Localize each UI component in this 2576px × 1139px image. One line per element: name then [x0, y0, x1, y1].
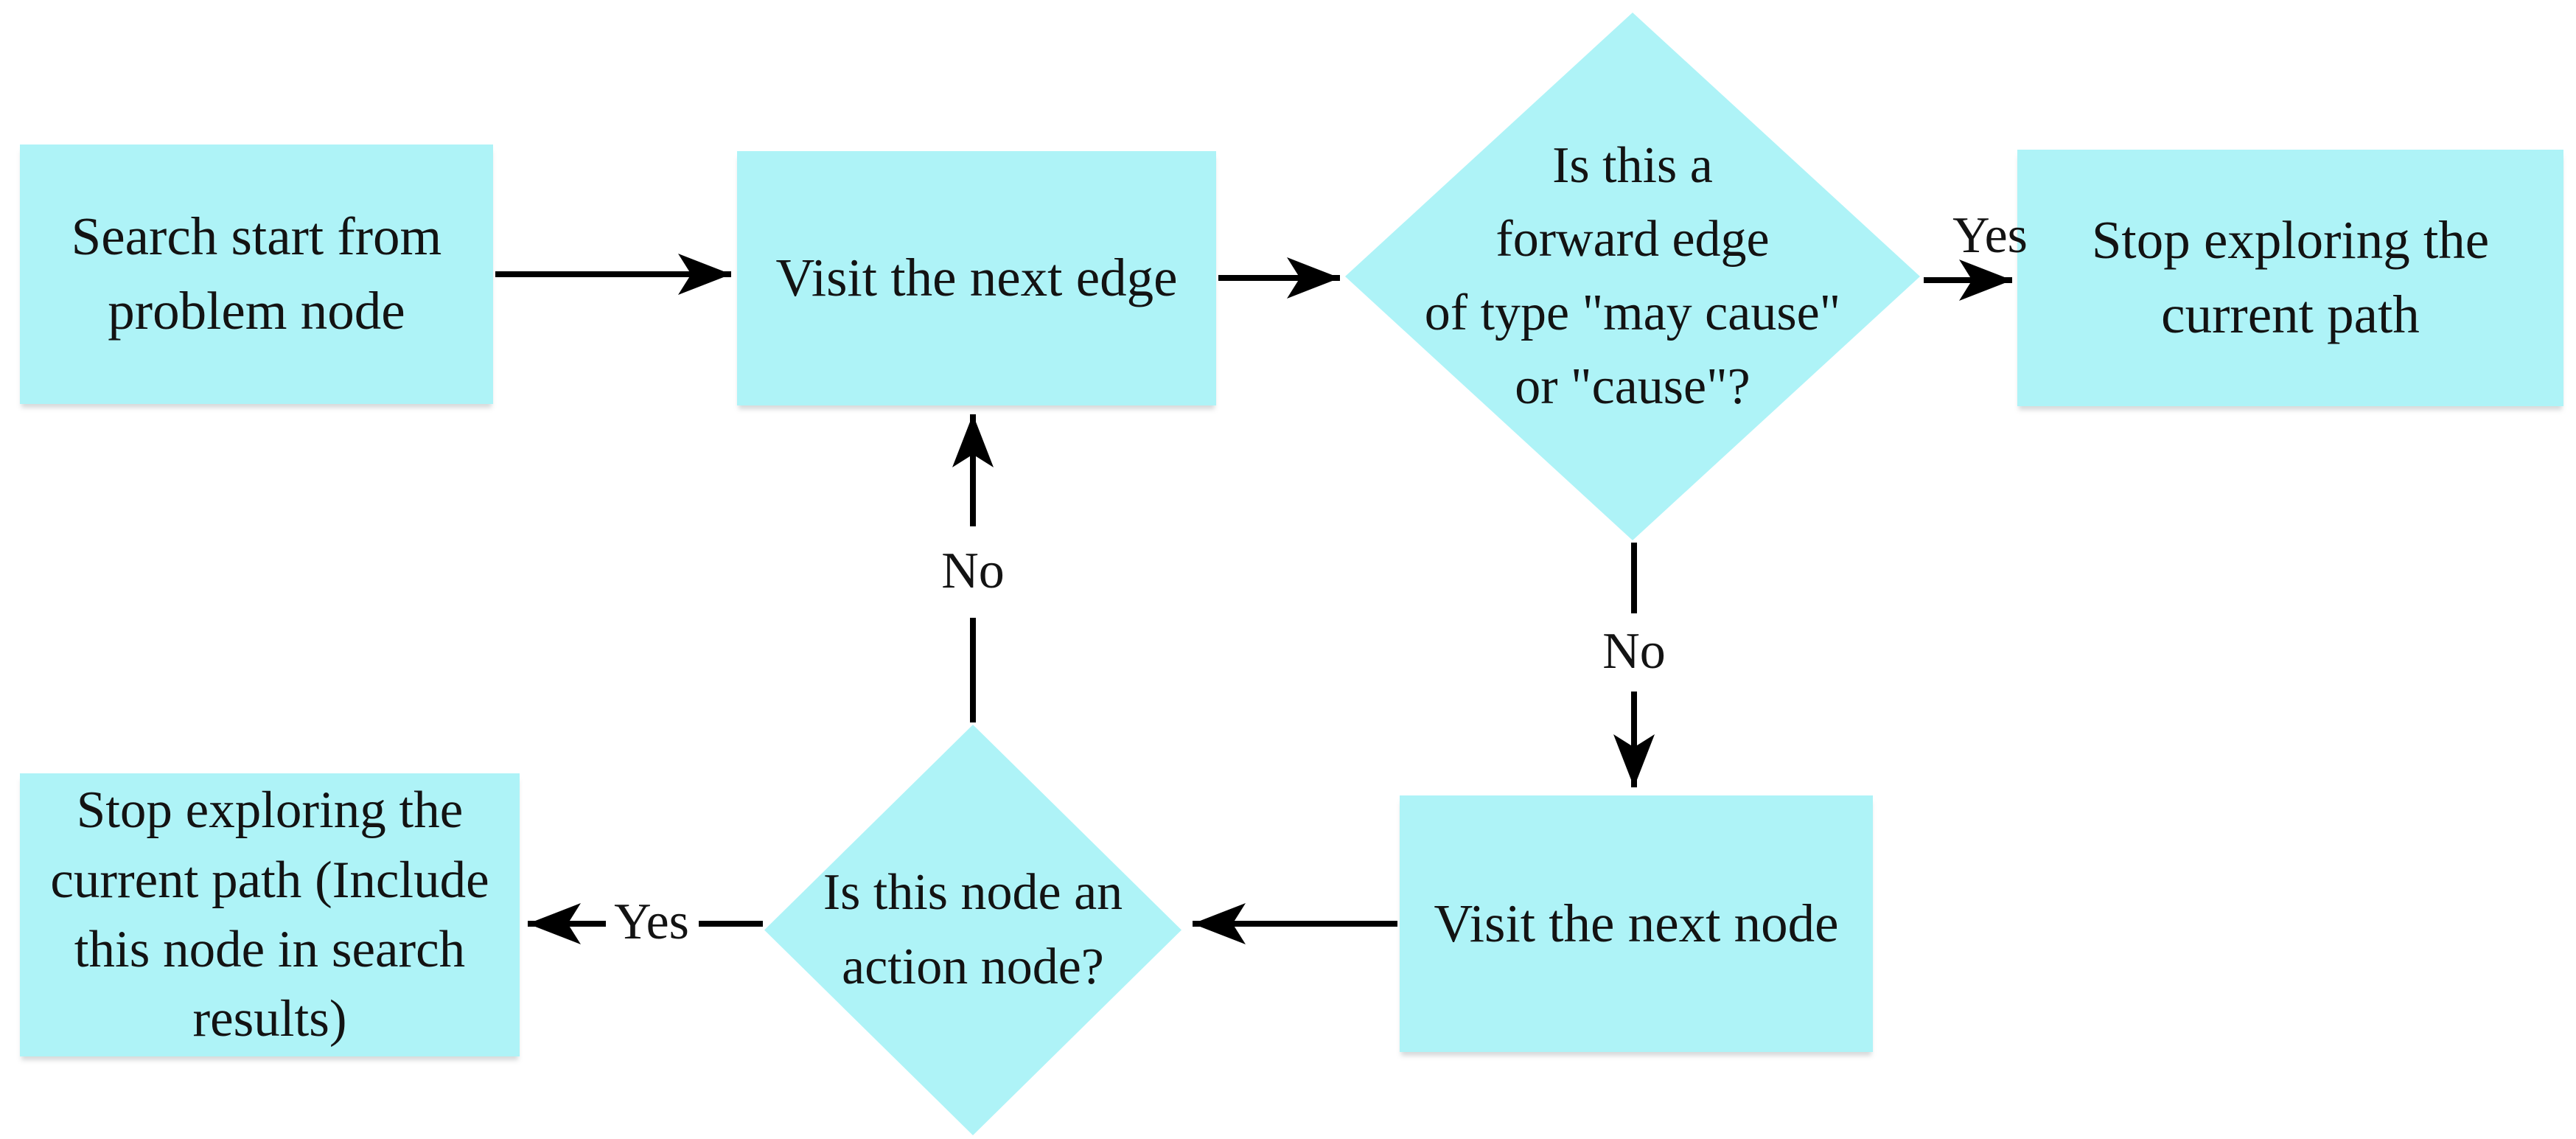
node-text-line: this node in search: [74, 921, 466, 978]
node-text-line: Is this a: [1552, 136, 1713, 194]
node-text-line: action node?: [842, 938, 1104, 995]
edge-label-yes-left: Yes: [608, 892, 695, 952]
node-text-line: results): [192, 990, 347, 1048]
node-text-line: or "cause"?: [1515, 358, 1751, 416]
edge-label-no-down: No: [1596, 621, 1672, 682]
node-stop-include-results: Stop exploring the current path (Include…: [20, 773, 520, 1056]
node-stop-current-path: Stop exploring the current path: [2017, 150, 2563, 406]
node-action-node-decision: Is this node an action node?: [764, 725, 1181, 1135]
node-text-line: current path: [2161, 285, 2420, 344]
node-visit-node: Visit the next node: [1400, 795, 1873, 1052]
node-text-line: current path (Include: [50, 851, 489, 909]
node-visit-edge: Visit the next edge: [737, 151, 1216, 405]
node-text-line: of type "may cause": [1424, 285, 1841, 341]
node-forward-edge-decision: Is this a forward edge of type "may caus…: [1345, 13, 1920, 540]
node-text-line: forward edge: [1495, 210, 1770, 268]
node-text-line: problem node: [108, 281, 405, 341]
diamond-text: Is this a forward edge of type "may caus…: [1345, 13, 1920, 540]
node-text-line: Stop exploring the: [2091, 210, 2490, 271]
node-text-line: Stop exploring the: [76, 781, 464, 840]
node-text-line: Visit the next node: [1434, 893, 1839, 953]
edge-label-no-up: No: [935, 541, 1010, 602]
edge-label-yes-top: Yes: [1952, 207, 2028, 264]
node-text-line: Visit the next edge: [775, 248, 1178, 308]
node-search-start: Search start from problem node: [20, 144, 493, 404]
node-text-line: Search start from: [71, 206, 442, 267]
diamond-text: Is this node an action node?: [764, 725, 1181, 1135]
node-text-line: Is this node an: [823, 864, 1123, 922]
